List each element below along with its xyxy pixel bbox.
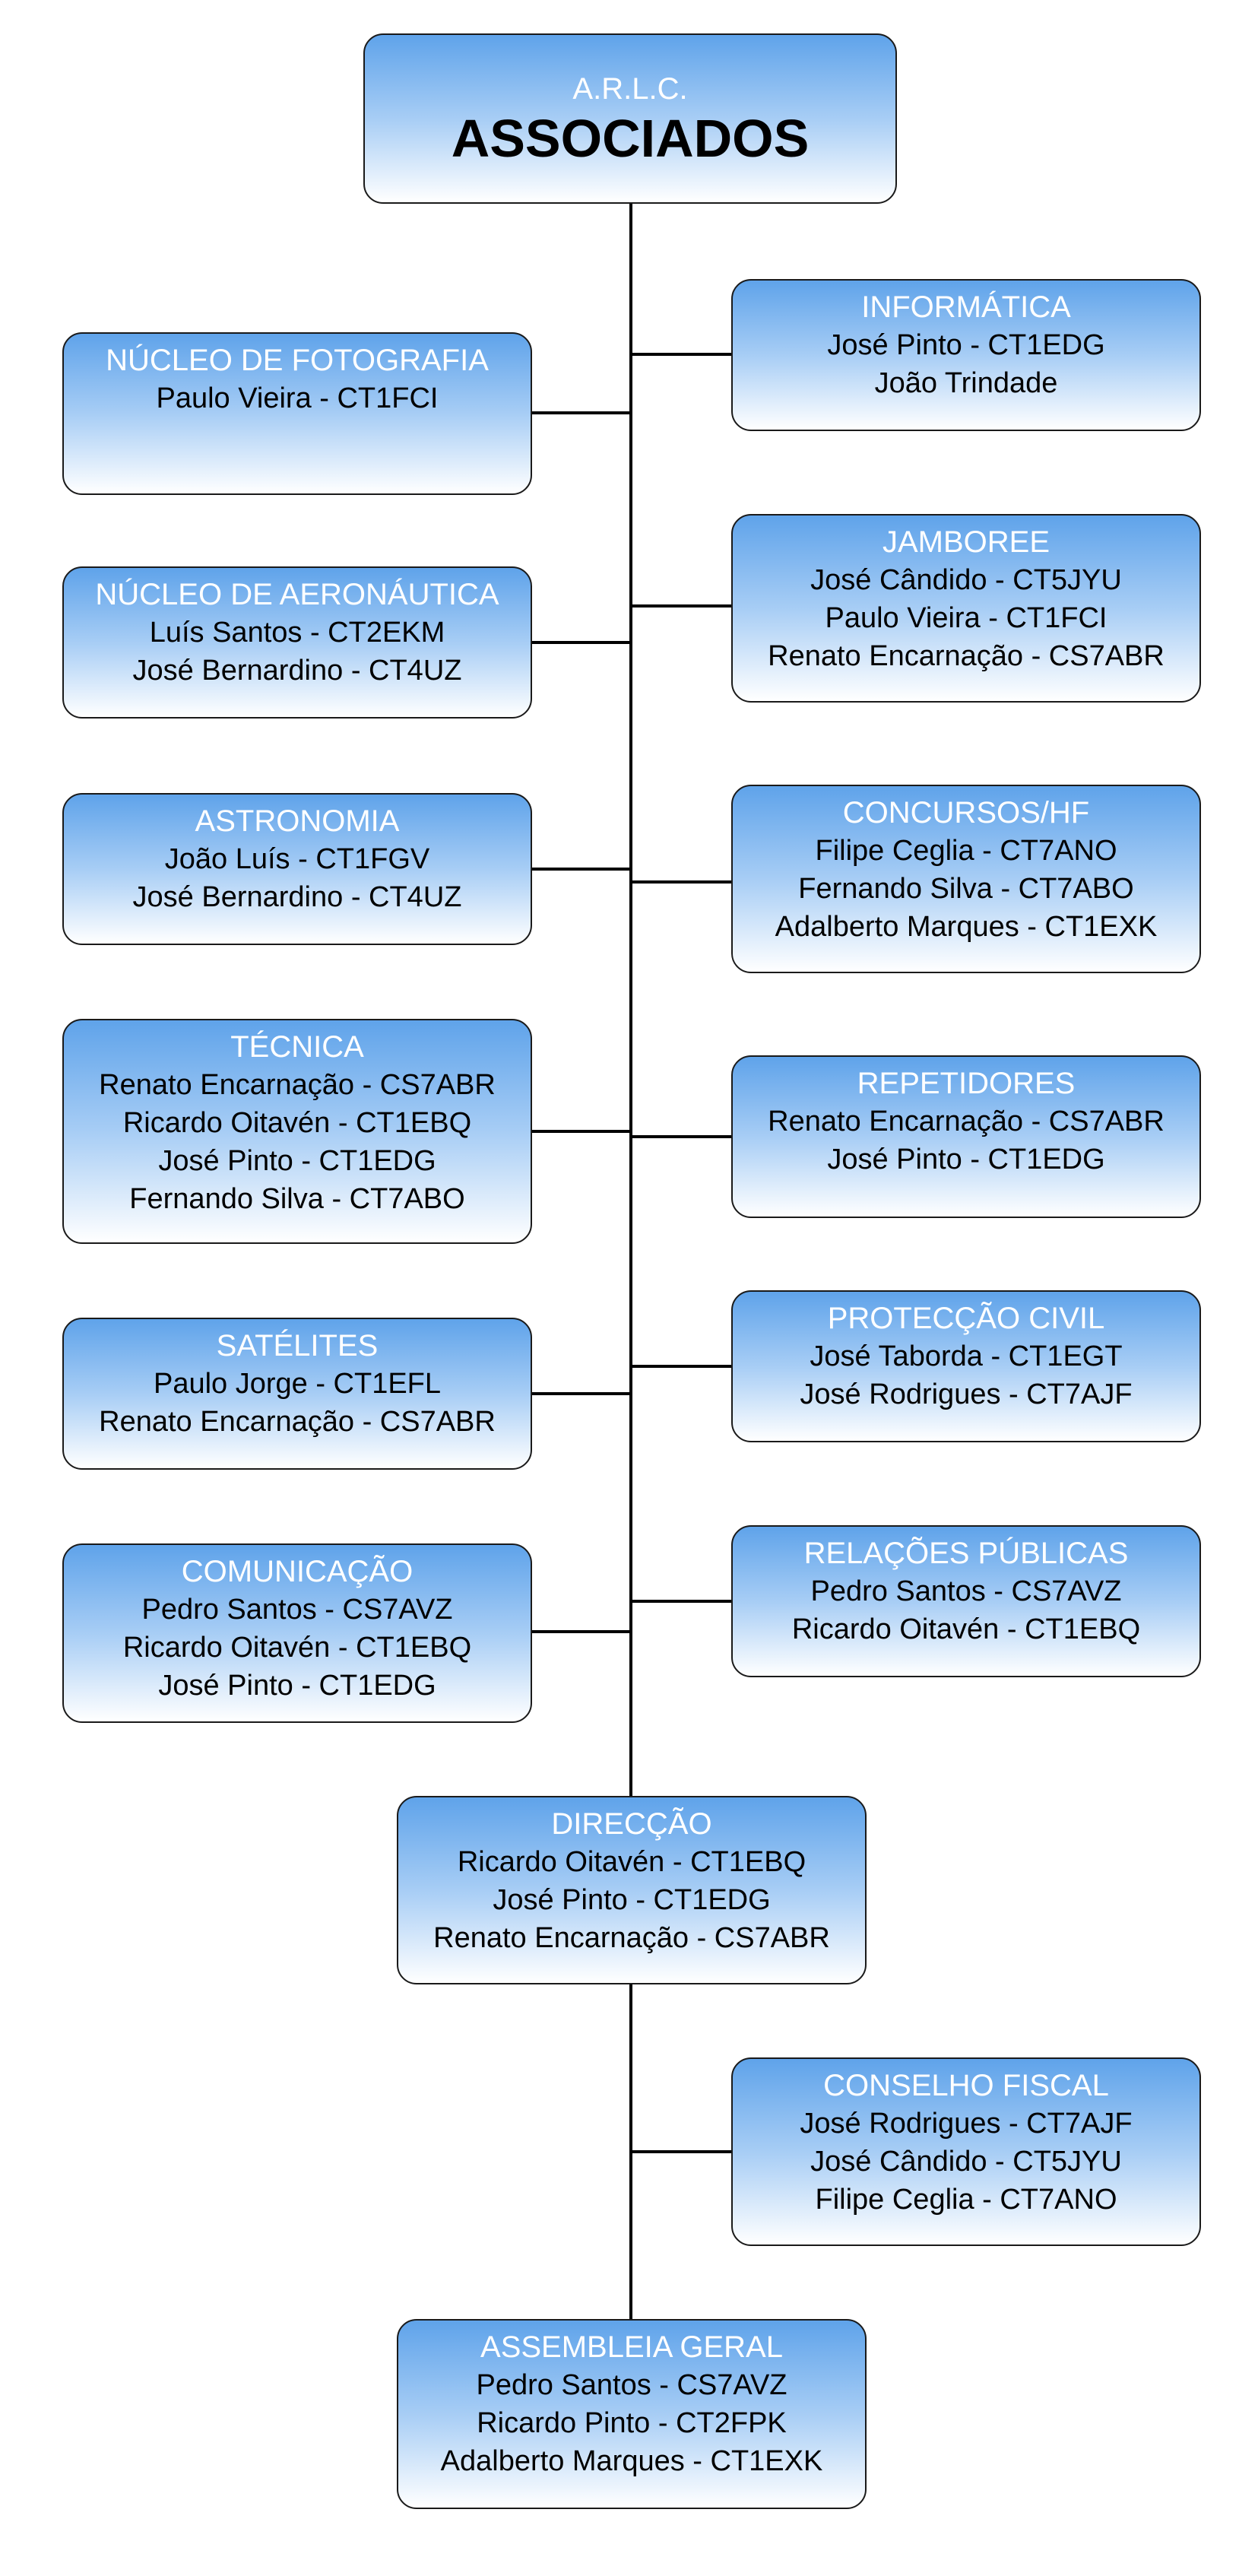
box-title: ASSEMBLEIA GERAL — [480, 2330, 783, 2364]
member-line: Paulo Vieira - CT1FCI — [156, 382, 439, 414]
member-line: Filipe Ceglia - CT7ANO — [815, 835, 1117, 867]
member-line: José Cândido - CT5JYU — [810, 564, 1122, 596]
box-title: RELAÇÕES PÚBLICAS — [803, 1537, 1129, 1570]
member-line: José Rodrigues - CT7AJF — [800, 1378, 1133, 1410]
member-line: Pedro Santos - CS7AVZ — [810, 1575, 1122, 1607]
member-line: José Bernardino - CT4UZ — [132, 655, 462, 687]
member-line: Renato Encarnação - CS7ABR — [768, 1106, 1165, 1137]
box-nucleo-aeronautica: NÚCLEO DE AERONÁUTICA Luís Santos - CT2E… — [62, 566, 532, 719]
box-concursos-hf: CONCURSOS/HF Filipe Ceglia - CT7ANO Fern… — [731, 785, 1201, 973]
box-title: SATÉLITES — [216, 1329, 379, 1363]
box-nucleo-fotografia: NÚCLEO DE FOTOGRAFIA Paulo Vieira - CT1F… — [62, 332, 532, 495]
box-repetidores: REPETIDORES Renato Encarnação - CS7ABR J… — [731, 1055, 1201, 1218]
root-subtitle: A.R.L.C. — [572, 72, 688, 106]
box-astronomia: ASTRONOMIA João Luís - CT1FGV José Berna… — [62, 793, 532, 945]
member-line: Renato Encarnação - CS7ABR — [433, 1922, 830, 1954]
box-title: ASTRONOMIA — [195, 804, 400, 838]
box-title: TÉCNICA — [230, 1030, 364, 1064]
member-line: Renato Encarnação - CS7ABR — [768, 640, 1165, 672]
member-line: José Pinto - CT1EDG — [827, 329, 1105, 361]
member-line: Adalberto Marques - CT1EXK — [440, 2445, 823, 2477]
box-title: DIRECÇÃO — [551, 1807, 712, 1841]
member-line: Pedro Santos - CS7AVZ — [476, 2369, 787, 2401]
member-line: Ricardo Oitavén - CT1EBQ — [122, 1632, 472, 1664]
box-title: NÚCLEO DE FOTOGRAFIA — [106, 344, 489, 377]
member-line: Pedro Santos - CS7AVZ — [141, 1594, 453, 1626]
member-line: José Cândido - CT5JYU — [810, 2146, 1122, 2178]
box-assembleia-geral: ASSEMBLEIA GERAL Pedro Santos - CS7AVZ R… — [397, 2319, 867, 2509]
box-title: CONSELHO FISCAL — [823, 2069, 1109, 2102]
root-box: A.R.L.C. ASSOCIADOS — [363, 33, 897, 204]
box-informatica: INFORMÁTICA José Pinto - CT1EDG João Tri… — [731, 279, 1201, 431]
box-relacoes-publicas: RELAÇÕES PÚBLICAS Pedro Santos - CS7AVZ … — [731, 1525, 1201, 1677]
member-line: Ricardo Oitavén - CT1EBQ — [457, 1846, 806, 1878]
box-title: NÚCLEO DE AERONÁUTICA — [95, 578, 499, 611]
box-satelites: SATÉLITES Paulo Jorge - CT1EFL Renato En… — [62, 1318, 532, 1470]
member-line: Fernando Silva - CT7ABO — [129, 1183, 465, 1215]
member-line: Filipe Ceglia - CT7ANO — [815, 2184, 1117, 2216]
box-title: PROTECÇÃO CIVIL — [827, 1302, 1105, 1335]
box-conselho-fiscal: CONSELHO FISCAL José Rodrigues - CT7AJF … — [731, 2057, 1201, 2246]
member-line: José Taborda - CT1EGT — [810, 1340, 1123, 1372]
box-title: JAMBOREE — [882, 525, 1050, 559]
box-title: INFORMÁTICA — [861, 290, 1071, 324]
member-line: José Pinto - CT1EDG — [493, 1884, 771, 1916]
member-line: José Bernardino - CT4UZ — [132, 881, 462, 913]
member-line: João Trindade — [874, 367, 1058, 399]
member-line: José Pinto - CT1EDG — [827, 1144, 1105, 1175]
member-line: Ricardo Oitavén - CT1EBQ — [122, 1107, 472, 1139]
root-title: ASSOCIADOS — [451, 109, 810, 168]
member-line: Ricardo Oitavén - CT1EBQ — [791, 1613, 1141, 1645]
member-line: Ricardo Pinto - CT2FPK — [477, 2407, 787, 2439]
member-line: Renato Encarnação - CS7ABR — [99, 1069, 496, 1101]
box-title: COMUNICAÇÃO — [181, 1555, 414, 1588]
box-tecnica: TÉCNICA Renato Encarnação - CS7ABR Ricar… — [62, 1019, 532, 1244]
member-line: João Luís - CT1FGV — [164, 843, 430, 875]
box-title: CONCURSOS/HF — [842, 796, 1090, 830]
box-jamboree: JAMBOREE José Cândido - CT5JYU Paulo Vie… — [731, 514, 1201, 703]
box-comunicacao: COMUNICAÇÃO Pedro Santos - CS7AVZ Ricard… — [62, 1543, 532, 1723]
member-line: José Rodrigues - CT7AJF — [800, 2108, 1133, 2140]
member-line: Renato Encarnação - CS7ABR — [99, 1406, 496, 1438]
member-line: Paulo Vieira - CT1FCI — [825, 602, 1107, 634]
box-proteccao-civil: PROTECÇÃO CIVIL José Taborda - CT1EGT Jo… — [731, 1290, 1201, 1442]
member-line: José Pinto - CT1EDG — [158, 1670, 436, 1702]
member-line: Adalberto Marques - CT1EXK — [775, 911, 1158, 943]
member-line: José Pinto - CT1EDG — [158, 1145, 436, 1177]
box-direccao: DIRECÇÃO Ricardo Oitavén - CT1EBQ José P… — [397, 1796, 867, 1984]
box-title: REPETIDORES — [857, 1067, 1076, 1100]
member-line: Luís Santos - CT2EKM — [149, 617, 445, 649]
member-line: Fernando Silva - CT7ABO — [798, 873, 1134, 905]
member-line: Paulo Jorge - CT1EFL — [153, 1368, 442, 1400]
